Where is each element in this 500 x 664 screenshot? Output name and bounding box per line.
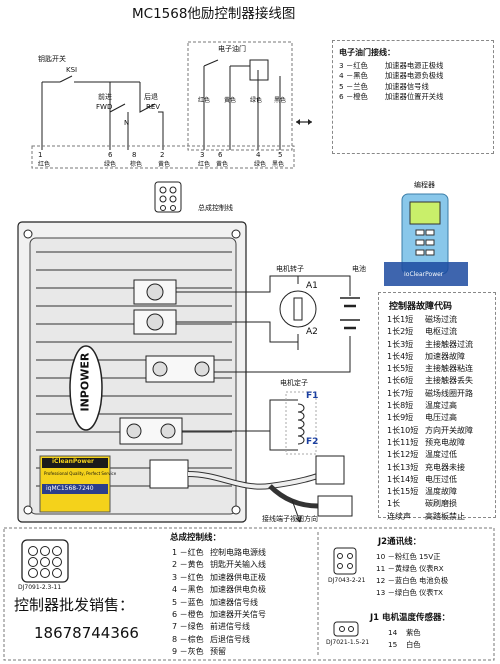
pin-num-4: 2 [160, 151, 165, 159]
pin-num-5: 3 [200, 151, 205, 159]
j1-title: J1 电机温度传感器： [370, 613, 451, 623]
rev-label: REV [146, 103, 161, 111]
control-row: 8 －棕色后退信号线 [172, 634, 250, 644]
neutral-label: N [124, 119, 130, 127]
control-row: 7 －绿色前进信号线 [172, 622, 250, 632]
sales-phone: 18678744366 [34, 624, 139, 642]
battery-label: 电池 [352, 265, 366, 273]
fault-row: 1长9短电压过高 [387, 413, 457, 423]
j1-connector-code: DJ7021-1.5-21 [326, 639, 370, 646]
terminal-view-label: 接线端子视图方向 [262, 515, 318, 523]
throttle-wiring-box: 电子油门接线： 3 －红色加速器电源正极线 4 －黑色加速器电源负极线 5 －兰… [332, 40, 494, 154]
fault-row: 1长13短充电器未接 [387, 462, 465, 472]
wire-color-1: 红色 [198, 97, 211, 104]
pin-num-7: 4 [256, 151, 261, 159]
pin-color-8: 黑色 [272, 161, 285, 168]
control-row: 6 －橙色加速器开关信号 [172, 610, 266, 620]
fault-table-title: 控制器故障代码 [389, 302, 453, 312]
fault-row: 1长3短主接触器过流 [387, 339, 473, 349]
label-sub: Professional Quality, Perfect Service [44, 471, 117, 476]
pin-color-4: 黄色 [158, 161, 171, 168]
control-row: 9 －灰色预留 [172, 647, 226, 657]
programmer-brand: IoClearPower [404, 271, 444, 278]
throttle-box-title: 电子油门接线： [339, 48, 395, 57]
throttle-row: 6 －橙色加速器位置开关线 [339, 91, 444, 101]
throttle-row: 4 －黑色加速器电源负极线 [339, 71, 444, 81]
pin-num-3: 8 [132, 151, 137, 159]
pin-color-2: 绿色 [104, 161, 117, 168]
control-row: 4 －黑色加速器供电负极 [172, 585, 266, 595]
control-row: 3 －红色加速器供电正极 [172, 572, 266, 582]
fault-row: 1长4短加速器故障 [387, 351, 465, 361]
pin-color-3: 棕色 [130, 161, 143, 168]
j2-row: 11 －黄绿色仪表RX [376, 564, 444, 573]
pin-num-2: 6 [108, 151, 113, 159]
key-switch-label: 钥匙开关 [38, 55, 66, 63]
fault-row: 1长5短主接触器粘连 [387, 364, 473, 374]
throttle-row: 3 －红色加速器电源正极线 [339, 61, 444, 70]
sales-label: 控制器批发销售： [14, 596, 135, 614]
a1-label: A1 [306, 281, 318, 291]
control-wire-title: 总成控制线： [170, 533, 222, 543]
fwd-label: FWD [96, 103, 113, 111]
fault-row: 1长12短温度过低 [387, 450, 457, 460]
fault-row: 1长15短温度故障 [387, 487, 457, 497]
fault-row: 1长1短磁场过流 [387, 315, 457, 324]
control-row: 2 －黄色钥匙开关输入线 [172, 560, 266, 570]
pin-num-8: 5 [278, 151, 283, 159]
fault-row: 1长10短方向开关故障 [387, 425, 473, 435]
wire-color-4: 黑色 [274, 97, 287, 104]
fault-row: 1长8短温度过高 [387, 401, 457, 411]
fault-row: 连续声高踏板禁止 [387, 511, 465, 521]
j2-title: J2通讯线： [378, 537, 422, 547]
a2-label: A2 [306, 327, 318, 337]
pin-color-5: 红色 [198, 161, 211, 168]
throttle-row: 5 －兰色加速器信号线 [339, 81, 429, 91]
pin-num-1: 1 [38, 151, 43, 159]
control-row: 1 －红色控制电路电源线 [172, 548, 266, 557]
programmer-label: 编程器 [414, 181, 435, 189]
fault-row: 1长11短预充电故障 [387, 437, 465, 447]
control-connector-code: DJ7091-2.3-11 [18, 584, 62, 591]
wire-color-2: 黄色 [224, 97, 237, 104]
harness-label: 总成控制线 [198, 204, 233, 212]
fault-row: 1长2短电枢过流 [387, 327, 457, 337]
pin-color-6: 黄色 [216, 161, 229, 168]
fault-row: 1长14短电压过低 [387, 474, 457, 484]
fault-row: 1长6短主接触器丢失 [387, 376, 473, 386]
pin-color-7: 绿色 [254, 161, 267, 168]
pin-num-6: 6 [218, 151, 223, 159]
forward-label: 前进 [98, 93, 112, 101]
j2-row: 13 －绿白色仪表TX [376, 588, 444, 597]
controller-brand: INPOWER [78, 352, 92, 412]
fault-row: 1长碳刷磨损 [387, 499, 457, 509]
throttle-label: 电子油门 [218, 45, 246, 53]
ksi-label: KSI [66, 66, 78, 74]
stator-label: 电机定子 [280, 379, 308, 387]
wire-color-3: 绿色 [250, 97, 263, 104]
fault-row: 1长7短磁场线圈开路 [387, 388, 473, 398]
reverse-label: 后退 [144, 93, 158, 101]
label-brand: iCleanPower [52, 458, 94, 465]
pin-color-1: 红色 [38, 161, 51, 168]
j2-row: 12 －蓝白色电池负极 [376, 576, 449, 585]
control-row: 5 －蓝色加速器信号线 [172, 597, 258, 607]
label-model: iqMC1568-7240 [46, 485, 94, 492]
page-title: MC1568他励控制器接线图 [132, 6, 296, 22]
rotor-label: 电机转子 [276, 265, 304, 273]
fault-code-table: 控制器故障代码 1长1短磁场过流 1长2短电枢过流 1长3短主接触器过流 1长4… [378, 292, 496, 521]
control-wire-list: 1 －红色控制电路电源线 2 －黄色钥匙开关输入线 3 －红色加速器供电正极 4… [172, 547, 266, 659]
f2-label: F2 [306, 437, 319, 447]
j2-connector-code: DJ7043-2-21 [328, 577, 366, 584]
f1-label: F1 [306, 391, 319, 401]
